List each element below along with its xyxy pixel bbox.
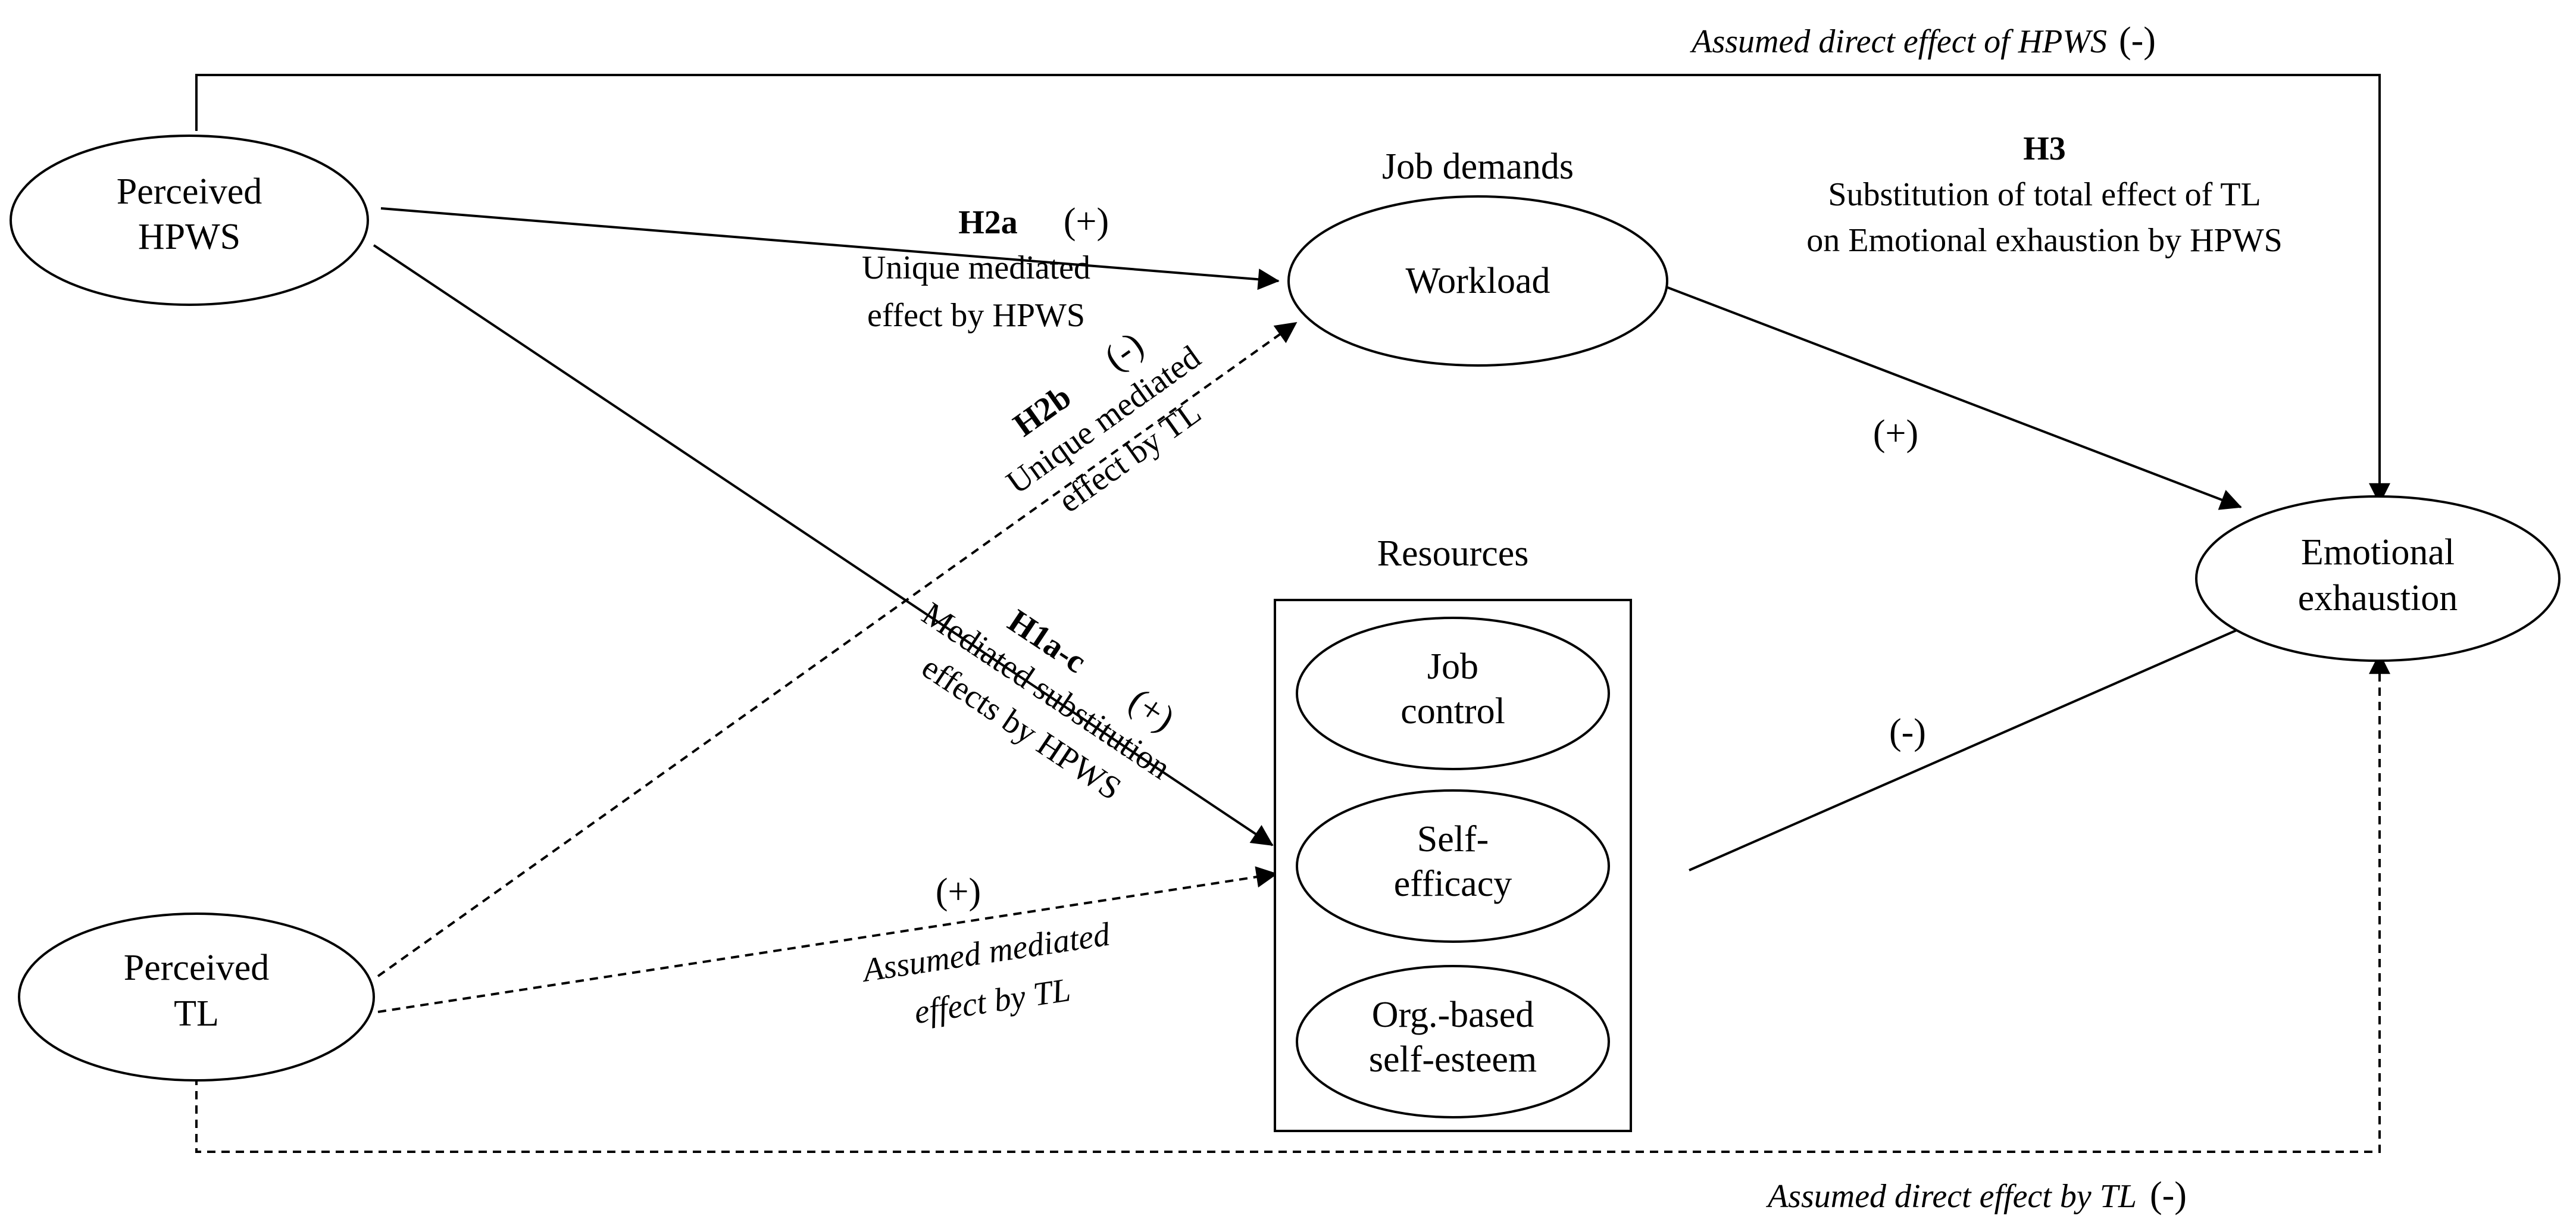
- org-esteem-label-line2: self-esteem: [1369, 1039, 1537, 1080]
- edge-hpws-resources: [373, 244, 1274, 846]
- node-perceived-hpws: Perceived HPWS: [10, 135, 369, 306]
- edge-workload-exhaustion: [1647, 279, 2242, 510]
- direct-hpws-sign: (-): [2119, 20, 2156, 61]
- job-control-label-line1: Job: [1427, 646, 1478, 687]
- node-org-based-self-esteem: Org.-based self-esteem: [1296, 965, 1610, 1118]
- job-control-label-line2: control: [1400, 691, 1505, 732]
- h2a-line2: effect by HPWS: [867, 297, 1085, 334]
- edge-hpws-workload: [380, 207, 1280, 290]
- workload-exhaustion-sign: (+): [1873, 413, 1918, 454]
- h2b-label-group: H2b (-) Unique mediated effect by TL: [1000, 324, 1208, 520]
- h3-line1: Substitution of total effect of TL: [1828, 176, 2261, 213]
- tl-resources-line2: effect by TL: [912, 971, 1073, 1031]
- node-job-control: Job control: [1296, 617, 1610, 770]
- self-efficacy-label-line1: Self-: [1417, 819, 1489, 860]
- edge-tl-workload: [377, 321, 1298, 977]
- org-esteem-label-line1: Org.-based: [1372, 995, 1534, 1035]
- edge-tl-exhaustion: [195, 652, 2390, 1153]
- node-self-efficacy: Self- efficacy: [1296, 789, 1610, 943]
- tl-resources-line1: Assumed mediated: [858, 915, 1113, 989]
- h2a-sign: (+): [1064, 201, 1109, 242]
- direct-tl-sign: (-): [2150, 1175, 2187, 1215]
- h2a-code: H2a: [958, 204, 1018, 241]
- resources-group-title: Resources: [1377, 533, 1529, 574]
- exhaustion-label-line1: Emotional: [2301, 532, 2455, 573]
- h2a-line1: Unique mediated: [862, 249, 1090, 286]
- tl-resources-sign: (+): [936, 871, 981, 912]
- resources-exhaustion-sign: (-): [1889, 712, 1926, 752]
- workload-label: Workload: [1406, 261, 1550, 301]
- edge-hpws-exhaustion: [195, 74, 2390, 505]
- tl-label-line1: Perceived: [124, 948, 269, 988]
- direct-tl-label: Assumed direct effect by TL: [1765, 1178, 2137, 1215]
- exhaustion-label-line2: exhaustion: [2298, 578, 2458, 618]
- node-emotional-exhaustion: Emotional exhaustion: [2195, 495, 2561, 662]
- h3-code: H3: [2023, 130, 2066, 167]
- job-demands-group-title: Job demands: [1382, 146, 1574, 187]
- edge-tl-resources: [377, 866, 1278, 1013]
- node-perceived-tl: Perceived TL: [18, 912, 375, 1082]
- node-workload: Workload: [1287, 195, 1668, 367]
- h1-label-group: H1a-c (+) Mediated substitution effects …: [915, 595, 1182, 808]
- hpws-label-line2: HPWS: [138, 217, 240, 257]
- direct-hpws-label: Assumed direct effect of HPWS: [1689, 23, 2107, 60]
- tl-label-line2: TL: [174, 993, 219, 1034]
- self-efficacy-label-line2: efficacy: [1394, 864, 1512, 904]
- hpws-label-line1: Perceived: [117, 171, 262, 212]
- edge-resources-exhaustion: [1689, 614, 2270, 871]
- h3-line2: on Emotional exhaustion by HPWS: [1806, 222, 2283, 259]
